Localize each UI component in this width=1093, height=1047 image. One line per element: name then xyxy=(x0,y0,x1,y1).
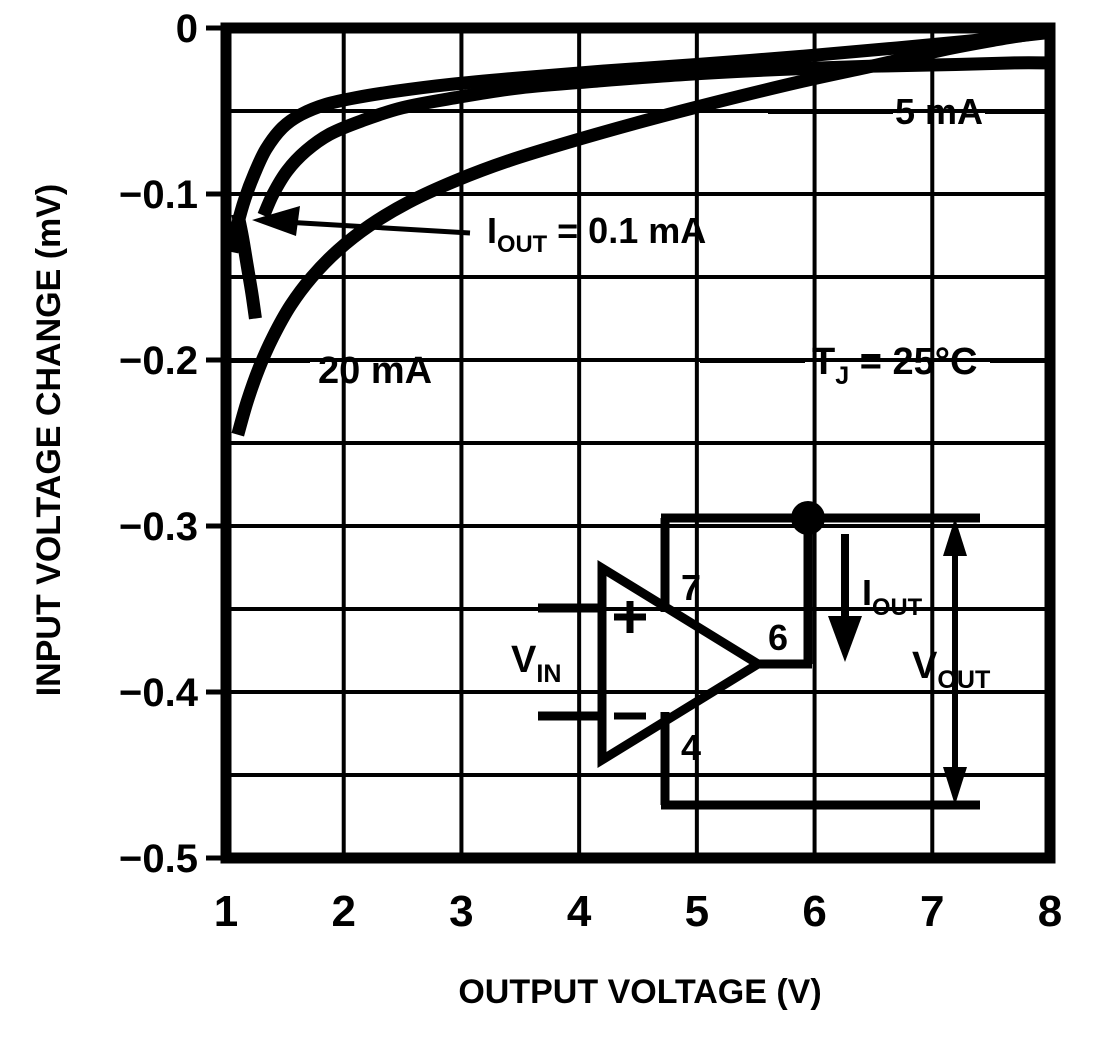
tj-suffix: = 25°C xyxy=(849,341,977,383)
vin-label: VIN xyxy=(511,639,561,688)
x-tick-label: 4 xyxy=(567,887,592,936)
inset-iout-label: IOUT xyxy=(862,572,923,621)
x-tick-labels: 1 2 3 4 5 6 7 8 xyxy=(214,887,1062,936)
x-tick-label: 1 xyxy=(214,887,238,936)
inset-opamp-schematic: 7 6 4 VIN IOUT VOUT xyxy=(511,501,991,810)
junction-dot-icon xyxy=(791,501,825,535)
inset-vout-prefix: V xyxy=(912,645,938,687)
y-tick-label: −0.4 xyxy=(119,671,199,715)
plus-icon xyxy=(614,601,646,633)
y-tick-label: −0.5 xyxy=(119,837,198,881)
pin-label-6: 6 xyxy=(768,617,788,658)
vin-subscript: IN xyxy=(536,660,561,688)
vin-prefix: V xyxy=(511,639,537,681)
axis-ticks xyxy=(206,25,226,861)
tj-prefix: T xyxy=(812,341,835,383)
plot-gridlines xyxy=(226,28,1050,858)
y-tick-label: 0 xyxy=(176,7,198,51)
data-curves xyxy=(225,24,1051,437)
y-tick-label: −0.3 xyxy=(119,505,198,549)
iout-current-arrow-icon xyxy=(828,534,862,662)
inset-iout-prefix: I xyxy=(862,572,872,613)
data-curve xyxy=(231,212,262,320)
iout-callout-subscript: OUT xyxy=(497,231,548,258)
x-axis-title: OUTPUT VOLTAGE (V) xyxy=(458,973,821,1011)
x-tick-label: 2 xyxy=(331,887,355,936)
iout-callout-prefix: I xyxy=(487,210,497,251)
label-5ma: 5 mA xyxy=(895,91,983,132)
vout-measure-arrow-icon xyxy=(943,518,967,805)
x-tick-label: 8 xyxy=(1038,887,1062,936)
x-tick-label: 7 xyxy=(920,887,944,936)
y-tick-label: −0.2 xyxy=(119,339,198,383)
tj-subscript: J xyxy=(835,362,849,390)
plot-frame xyxy=(220,22,1056,864)
data-curve xyxy=(231,24,1051,437)
x-tick-label: 6 xyxy=(802,887,826,936)
iout-callout-label: IOUT = 0.1 mA xyxy=(487,210,706,258)
x-tick-label: 3 xyxy=(449,887,473,936)
pin-label-7: 7 xyxy=(681,567,701,608)
inset-vout-label: VOUT xyxy=(912,645,991,694)
y-tick-label: −0.1 xyxy=(119,173,198,217)
data-curve xyxy=(225,26,1045,254)
data-curve xyxy=(257,56,1048,219)
opamp-triangle xyxy=(597,559,767,769)
pin-label-4: 4 xyxy=(681,727,701,768)
y-tick-labels: 0 −0.1 −0.2 −0.3 −0.4 −0.5 xyxy=(119,7,199,881)
y-axis-title: INPUT VOLTAGE CHANGE (mV) xyxy=(30,184,68,697)
x-tick-label: 5 xyxy=(685,887,709,936)
inset-vout-subscript: OUT xyxy=(937,666,991,694)
iout-callout-arrow xyxy=(252,206,471,236)
label-tj: TJ = 25°C xyxy=(812,341,977,390)
label-20ma: 20 mA xyxy=(318,350,432,392)
iout-callout-suffix: = 0.1 mA xyxy=(547,210,706,251)
inset-iout-subscript: OUT xyxy=(872,594,923,621)
plot-border xyxy=(220,22,1056,864)
